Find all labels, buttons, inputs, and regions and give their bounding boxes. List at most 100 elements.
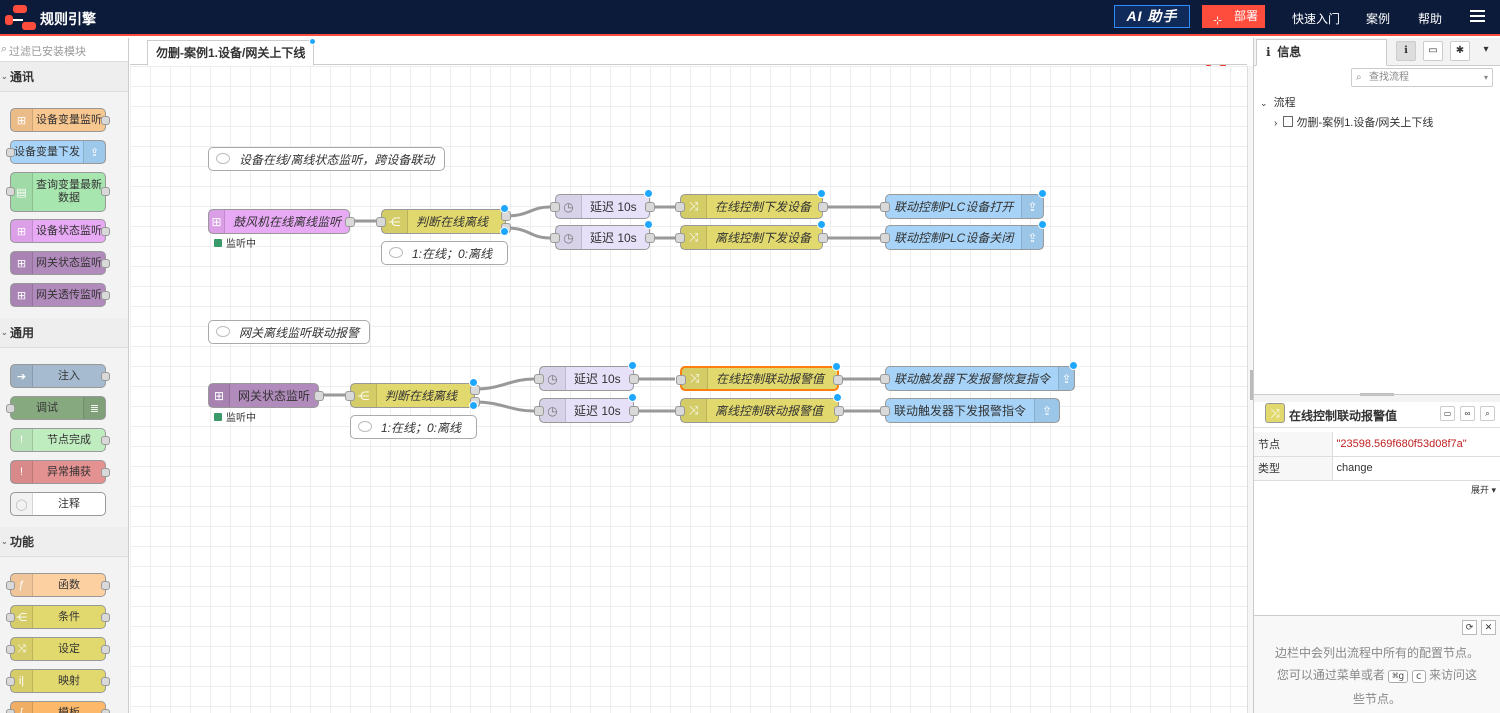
input-port[interactable] — [675, 202, 685, 212]
tab-info[interactable]: ℹ 信息 — [1256, 39, 1387, 66]
input-port[interactable] — [675, 406, 685, 416]
refresh-button[interactable]: ⟳ — [1462, 620, 1477, 635]
flow-canvas[interactable]: 设备在线/离线状态监听，跨设备联动 ⊞ 鼓风机在线离线监听 监听中 ⋲ 判断在线… — [130, 66, 1247, 713]
comment-node[interactable]: 网关离线监听联动报警 — [208, 320, 371, 344]
input-port — [6, 581, 15, 590]
book-tab-button[interactable]: ▭ — [1423, 41, 1443, 61]
book-button[interactable]: ▭ — [1440, 406, 1455, 421]
search-icon: ⌕ — [1356, 72, 1362, 83]
shuffle-icon: ⤨ — [681, 226, 707, 249]
flow-node-delay[interactable]: ◷ 延迟 10s — [550, 220, 655, 250]
flow-node-delay[interactable]: ◷ 延迟 10s — [534, 361, 639, 391]
close-button[interactable]: ✕ — [1481, 620, 1496, 635]
refresh-icon: ⟳ — [1465, 622, 1474, 632]
palette-node-gateway-status[interactable]: ⊞网关状态监听 — [10, 251, 110, 275]
flow-node-switch[interactable]: ⋲ 判断在线离线 — [376, 204, 511, 236]
output-port[interactable] — [645, 233, 655, 243]
output-port[interactable] — [345, 217, 355, 227]
comment-icon — [216, 153, 230, 164]
flow-node-device-send[interactable]: 联动控制PLC设备关闭 ⇪ — [880, 220, 1047, 250]
debug-tab-button[interactable]: ✱ — [1450, 41, 1470, 61]
deploy-button[interactable]: ⊹ 部署 — [1202, 5, 1265, 28]
flow-node-change[interactable]: ⤨ 离线控制下发设备 — [675, 220, 828, 250]
search-button[interactable]: ⌕ — [1480, 406, 1495, 421]
flow-node-trigger-send[interactable]: 联动触发器下发报警恢复指令 ⇪ — [880, 361, 1078, 391]
comment-node[interactable]: 1:在线；0:离线 — [350, 415, 477, 439]
menu-icon[interactable] — [1470, 10, 1485, 23]
output-port[interactable] — [833, 375, 843, 385]
expand-link[interactable]: 展开 ▾ — [1471, 483, 1496, 496]
help-line-3: 些节点。 — [1352, 692, 1401, 706]
flow-node-delay[interactable]: ◷ 延迟 10s — [534, 393, 639, 423]
comment-node[interactable]: 1:在线；0:离线 — [381, 241, 508, 265]
info-tab-button[interactable]: ℹ — [1396, 41, 1416, 61]
tab-flow[interactable]: 勿删-案例1.设备/网关上下线 — [147, 38, 317, 66]
input-port[interactable] — [676, 375, 686, 385]
input-port[interactable] — [534, 406, 544, 416]
flow-node-change[interactable]: ⤨ 离线控制联动报警值 — [675, 393, 844, 423]
palette-category-comm[interactable]: ⌄通讯 — [0, 62, 128, 92]
sidebar-dropdown-button[interactable]: ▾ — [1476, 41, 1496, 61]
palette-filter-input[interactable]: ⌕ 过滤已安装模块 — [0, 38, 128, 62]
tree-root-flows[interactable]: ⌄ 流程 — [1254, 93, 1500, 113]
flow-node-delay[interactable]: ◷ 延迟 10s — [550, 189, 655, 219]
palette-category-function[interactable]: ⌄功能 — [0, 527, 128, 557]
input-port[interactable] — [345, 391, 355, 401]
link-button[interactable]: ∞ — [1460, 406, 1475, 421]
palette-node-range[interactable]: i|映射 — [6, 669, 110, 693]
flow-node-change[interactable]: ⤨ 在线控制下发设备 — [675, 189, 828, 219]
flow-node-switch[interactable]: ⋲ 判断在线离线 — [345, 378, 480, 410]
palette-node-query-var[interactable]: ▤查询变量最新数据 — [6, 172, 110, 212]
palette-node-device-status[interactable]: ⊞设备状态监听 — [10, 219, 110, 243]
input-port[interactable] — [880, 202, 890, 212]
chevron-down-icon: ⌄ — [1, 72, 8, 81]
output-port[interactable] — [818, 202, 828, 212]
flow-node-gateway-listen[interactable]: ⊞ 网关状态监听 — [208, 383, 324, 408]
palette-category-common[interactable]: ⌄通用 — [0, 318, 128, 348]
flow-node-device-send[interactable]: 联动控制PLC设备打开 ⇪ — [880, 189, 1047, 219]
flow-node-device-listen[interactable]: ⊞ 鼓风机在线离线监听 — [208, 209, 355, 234]
output-port[interactable] — [645, 202, 655, 212]
input-port[interactable] — [880, 233, 890, 243]
palette-node-debug[interactable]: 调试≣ — [6, 396, 106, 420]
palette-node-gateway-passthrough[interactable]: ⊞网关透传监听 — [10, 283, 110, 307]
palette-node-complete[interactable]: !节点完成 — [10, 428, 110, 452]
input-port[interactable] — [880, 374, 890, 384]
sidebar-resize-handle[interactable] — [1250, 370, 1253, 400]
palette-node-catch[interactable]: !异常捕获 — [10, 460, 110, 484]
status-text: 监听中 — [226, 413, 256, 424]
input-port[interactable] — [675, 233, 685, 243]
palette-node-change[interactable]: ⤨设定 — [6, 637, 110, 661]
input-port[interactable] — [880, 406, 890, 416]
input-port[interactable] — [376, 217, 386, 227]
search-placeholder: 查找流程 — [1369, 72, 1409, 83]
output-port[interactable] — [629, 374, 639, 384]
input-port[interactable] — [550, 233, 560, 243]
flow-node-change-selected[interactable]: ⤨ 在线控制联动报警值 — [676, 362, 843, 391]
book-icon: ▭ — [1443, 409, 1452, 418]
flow-search-input[interactable]: ⌕ 查找流程 ▾ — [1351, 68, 1493, 87]
flow-node-trigger-send[interactable]: 联动触发器下发报警指令 ⇪ — [880, 398, 1060, 423]
output-port[interactable] — [818, 233, 828, 243]
input-port[interactable] — [534, 374, 544, 384]
node-label: 网关状态监听 — [237, 389, 310, 403]
help-line-1: 边栏中会列出流程中所有的配置节点。 — [1274, 646, 1479, 660]
ai-assistant-button[interactable]: AI 助手 — [1114, 5, 1190, 28]
nav-cases[interactable]: 案例 — [1366, 12, 1391, 26]
palette-node-device-var-listen[interactable]: ⊞设备变量监听 — [10, 108, 110, 132]
sidebar-splitter[interactable] — [1254, 393, 1500, 402]
palette-node-switch[interactable]: ⋲条件 — [6, 605, 110, 629]
palette-node-comment[interactable]: ◯注释 — [10, 492, 106, 516]
nav-quickstart[interactable]: 快速入门 — [1292, 12, 1341, 26]
palette-node-template[interactable]: {模板 — [6, 701, 110, 713]
palette-node-inject[interactable]: ➔注入 — [10, 364, 110, 388]
output-port[interactable] — [834, 406, 844, 416]
nav-help[interactable]: 帮助 — [1418, 12, 1443, 26]
output-port[interactable] — [314, 391, 324, 401]
output-port[interactable] — [629, 406, 639, 416]
comment-node[interactable]: 设备在线/离线状态监听，跨设备联动 — [208, 147, 446, 171]
palette-node-device-var-send[interactable]: 设备变量下发⇪ — [6, 140, 106, 164]
input-port[interactable] — [550, 202, 560, 212]
tree-item-flow[interactable]: › 勿删-案例1.设备/网关上下线 — [1254, 113, 1500, 133]
